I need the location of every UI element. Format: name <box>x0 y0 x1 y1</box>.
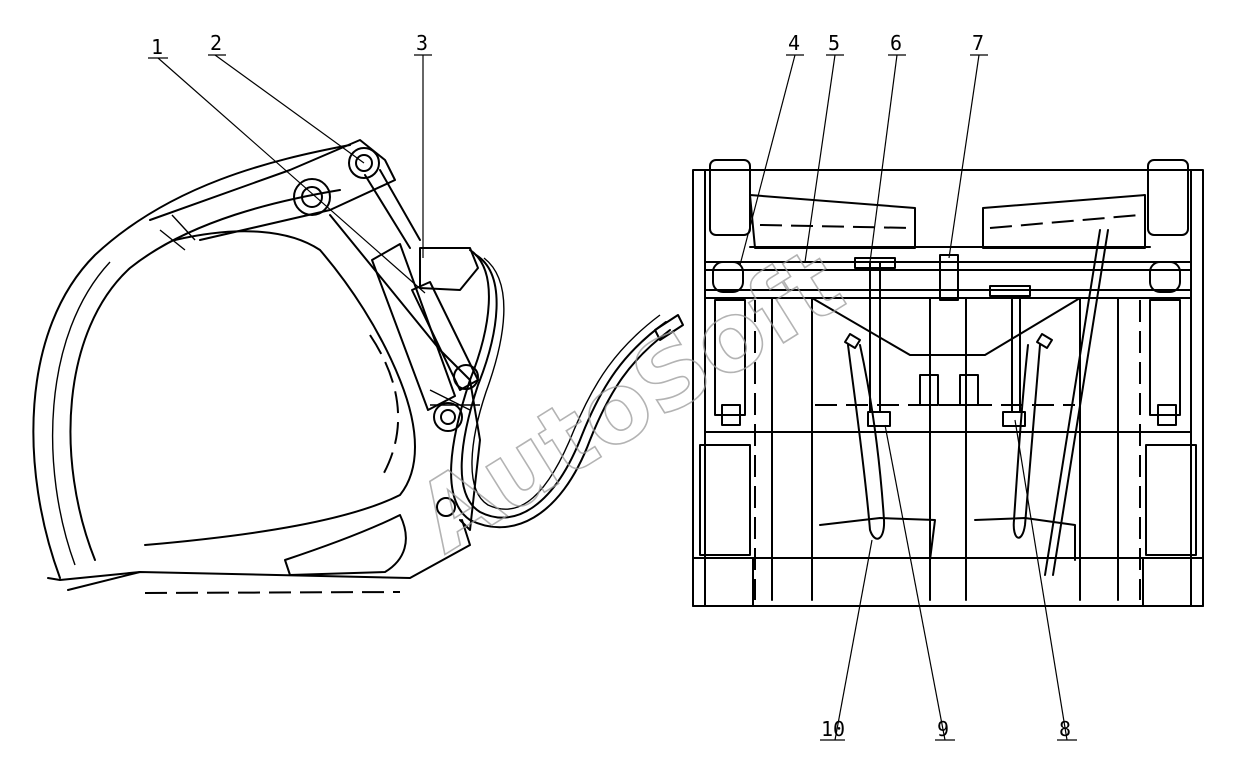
top-arm <box>149 139 396 241</box>
cylinder-pin-bottom <box>453 364 479 390</box>
front-hose-left <box>847 344 886 540</box>
hose-clamp-right <box>1149 261 1181 293</box>
side-column-left-top <box>709 159 751 236</box>
pivot-pin-upper <box>293 178 331 216</box>
v-stay <box>811 297 1081 356</box>
inner-bowl <box>144 230 416 546</box>
bucket-frame <box>692 169 1204 607</box>
callout-5: 5 <box>828 31 840 55</box>
callout-3: 3 <box>416 31 428 55</box>
hydraulic-cylinder <box>411 281 479 391</box>
side-column-right-top <box>1147 159 1189 236</box>
side-cylinder-left <box>714 299 746 416</box>
callout-2: 2 <box>210 31 222 55</box>
rib-slot <box>284 514 407 576</box>
cutting-edge <box>67 519 471 591</box>
pivot-pin-bottom <box>436 497 456 517</box>
upper-box-right <box>982 194 1146 249</box>
bucket-outer-shell <box>32 144 351 579</box>
callout-4: 4 <box>788 31 800 55</box>
callout-1: 1 <box>151 35 163 59</box>
callout-10: 10 <box>821 717 845 741</box>
hydraulic-hoses <box>450 249 671 529</box>
callout-8: 8 <box>1059 717 1071 741</box>
side-cylinder-right <box>1149 299 1181 416</box>
upper-box-left <box>749 194 916 249</box>
side-plate <box>329 214 481 531</box>
front-view <box>692 159 1204 607</box>
diagonal-hose <box>1044 229 1109 576</box>
side-view <box>32 139 684 594</box>
watermark: AutoSoft <box>397 226 861 574</box>
bucket-inner-shell <box>69 189 341 561</box>
callout-6: 6 <box>890 31 902 55</box>
pivot-pin-lower <box>433 402 463 432</box>
callout-7: 7 <box>972 31 984 55</box>
hose-clamp-left <box>712 261 744 293</box>
hose-fitting <box>654 314 684 341</box>
cylinder-pin-top <box>348 147 380 179</box>
callout-labels: 1 2 3 4 5 6 7 8 9 10 <box>151 31 1071 741</box>
callout-leaders <box>148 54 1077 741</box>
front-hose-right <box>1012 344 1041 539</box>
callout-9: 9 <box>937 717 949 741</box>
